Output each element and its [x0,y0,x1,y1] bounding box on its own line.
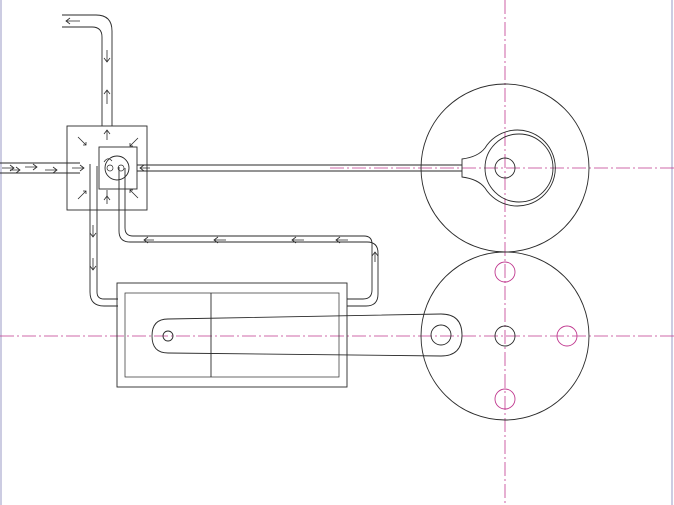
flow-arrow-icon [77,190,87,200]
flow-arrow-icon [129,189,139,199]
eccentric-strap [461,129,556,207]
steam-inlet-pipe [0,162,67,174]
flow-arrow-icon [89,225,97,238]
flow-arrow-icon [10,166,21,174]
eccentric-rod [137,164,462,172]
wheel-hole-bottom [494,388,516,410]
flow-arrow-icon [25,163,38,171]
wrist-pin [162,330,174,342]
flow-arrow-icon [72,164,85,172]
flow-arrow-icon [291,236,304,244]
crank-shaft [494,325,516,347]
flow-arrow-icon [77,136,87,146]
eccentric-sheave [484,133,554,203]
flow-arrow-icon [65,17,80,25]
left-port-pipe [89,164,118,307]
flow-arrow-icon [103,129,111,140]
flow-arrow-icon [103,89,111,104]
flow-arrow-icon [213,236,226,244]
wheel-hole-top [494,261,516,283]
cylinder [116,282,348,388]
exhaust-pipe [62,14,113,126]
flow-arrow-icon [103,50,111,63]
eccentric-shaft [494,157,516,179]
flow-arrow-icon [129,137,139,147]
crank-pin [430,324,452,346]
flow-arrow-icon [89,258,97,271]
flow-arrow-icon [103,195,111,204]
crank-wheel [420,251,590,421]
flow-arrow-icon [371,251,379,262]
flow-arrow-icon [139,164,150,172]
wheel-hole-right [556,325,578,347]
connecting-rod [151,313,463,357]
flow-arrow-icon [335,236,348,244]
valve-chest [66,125,150,211]
right-port-pipe [106,167,379,307]
flow-arrow-icon [143,236,154,244]
flow-arrow-icon [45,166,58,174]
